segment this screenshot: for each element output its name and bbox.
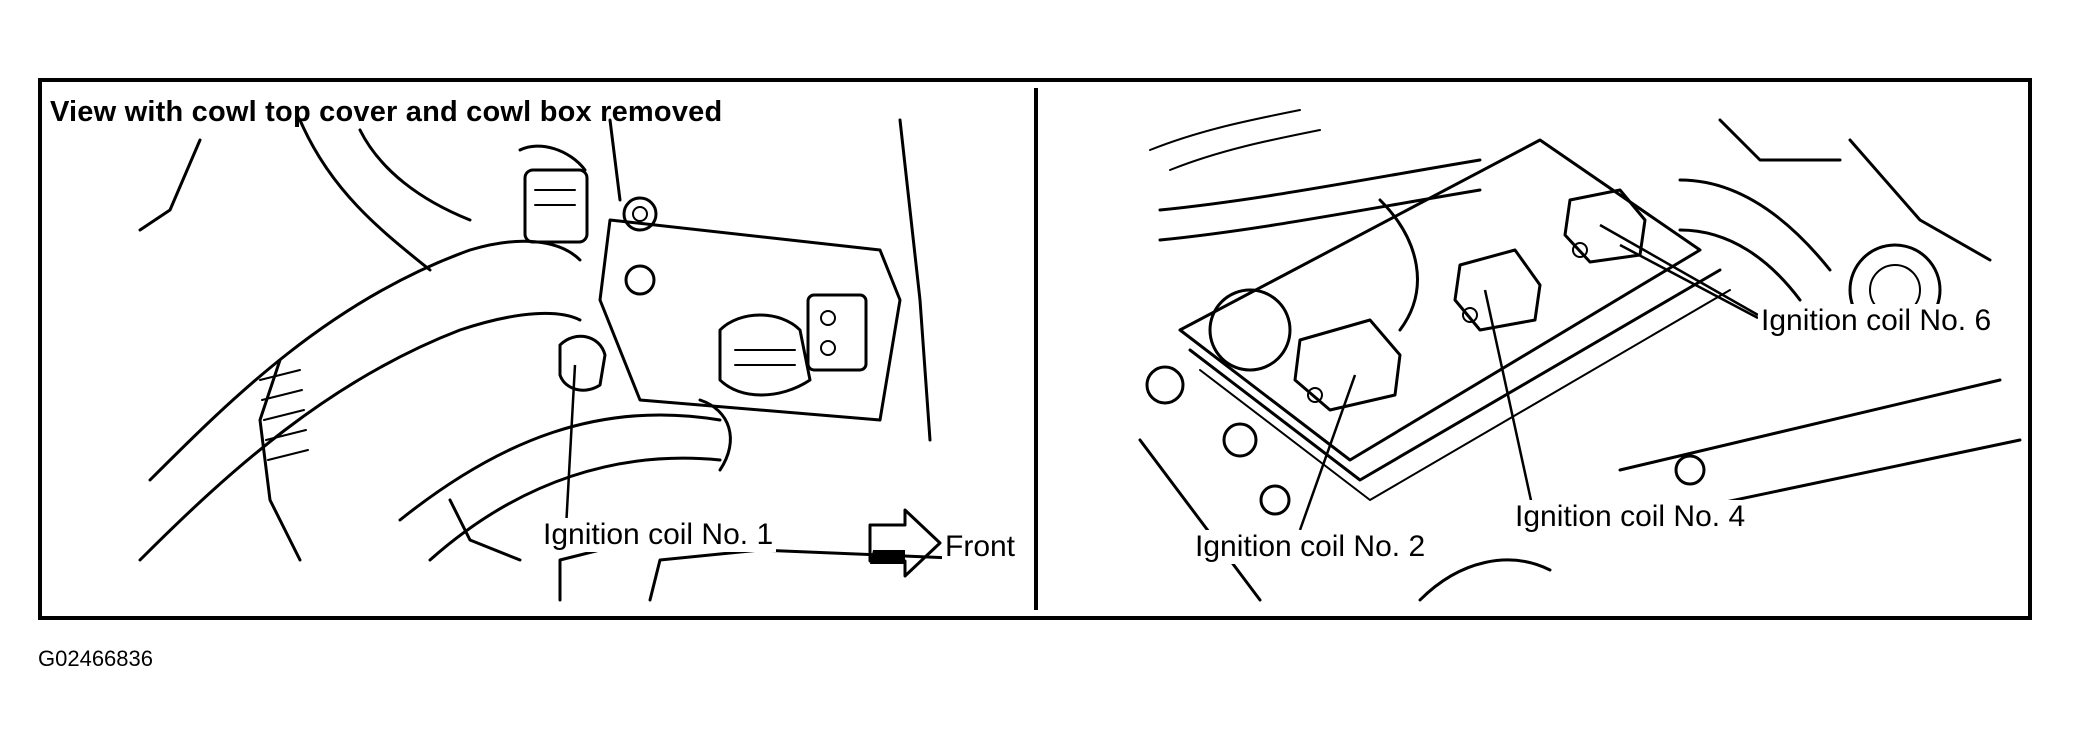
figure-code: G02466836 — [38, 646, 153, 671]
ignition-coil-2-shape — [1293, 318, 1402, 412]
front-direction-label: Front — [942, 530, 1019, 564]
callout-ignition-coil-6: Ignition coil No. 6 — [1758, 304, 1995, 338]
figure-frame — [38, 78, 2032, 620]
callout-ignition-coil-4: Ignition coil No. 4 — [1512, 500, 1749, 534]
callout-ignition-coil-1: Ignition coil No. 1 — [540, 518, 777, 552]
ignition-coil-4-shape — [1453, 248, 1542, 332]
panel-divider — [1034, 88, 1038, 610]
figure-title: View with cowl top cover and cowl box re… — [50, 96, 723, 128]
callout-ignition-coil-2: Ignition coil No. 2 — [1192, 530, 1429, 564]
